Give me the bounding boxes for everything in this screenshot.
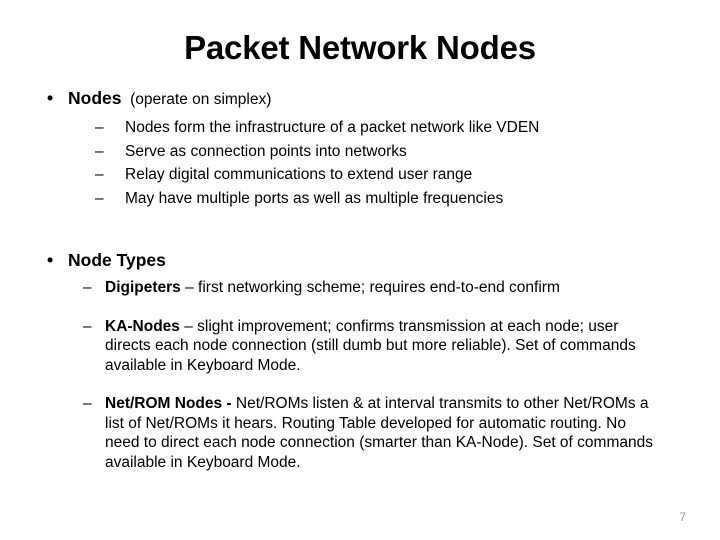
term-netrom-nodes-description: Net/ROMs listen & at interval transmits … — [105, 395, 653, 471]
dash-marker-icon: – — [83, 279, 92, 296]
term-digipeters-description: – first networking scheme; requires end-… — [180, 279, 560, 296]
list-item: – Nodes form the infrastructure of a pack… — [0, 116, 720, 140]
page-number: 7 — [679, 510, 686, 524]
dash-marker-icon: – — [95, 166, 104, 183]
term-ka-nodes-description: – slight improvement; confirms transmiss… — [105, 317, 636, 374]
nodes-sublist: – Nodes form the infrastructure of a pack… — [0, 116, 720, 210]
list-item-netrom-nodes: –Net/ROM Nodes - Net/ROMs listen & at in… — [0, 394, 720, 472]
bullet-nodes-label: Nodes — [68, 88, 122, 108]
dash-marker-icon: – — [83, 317, 92, 335]
list-item-text: May have multiple ports as well as multi… — [125, 189, 504, 207]
bullet-dot-icon: • — [47, 250, 54, 270]
list-item-text: Relay digital communications to extend u… — [125, 166, 473, 183]
bullet-node-types: • Node Types — [0, 248, 720, 272]
dash-marker-icon: – — [95, 119, 104, 136]
slide-body: • Nodes (operate on simplex) – Nodes form … — [0, 86, 720, 491]
bullet-nodes: • Nodes (operate on simplex) — [0, 86, 720, 112]
dash-marker-icon: – — [83, 395, 92, 412]
list-item: – Serve as connection points into network… — [0, 140, 720, 164]
list-item: – Relay digital communications to extend … — [0, 163, 720, 187]
section-spacer — [0, 210, 720, 248]
list-item-text: Serve as connection points into networks — [125, 142, 407, 160]
list-item-ka-nodes: –KA-Nodes – slight improvement; confirms… — [0, 317, 720, 376]
list-item-digipeters: –Digipeters – first networking scheme; r… — [0, 278, 720, 298]
node-types-sublist: –Digipeters – first networking scheme; r… — [0, 278, 720, 472]
dash-marker-icon: – — [95, 189, 104, 207]
term-netrom-nodes: Net/ROM Nodes - — [105, 395, 232, 412]
bullet-node-types-label: Node Types — [68, 250, 166, 270]
dash-marker-icon: – — [95, 142, 104, 160]
bullet-nodes-note-text: (operate on simplex) — [130, 91, 272, 108]
bullet-dot-icon: • — [47, 88, 54, 108]
term-ka-nodes: KA-Nodes — [105, 317, 180, 335]
list-item-text: Nodes form the infrastructure of a packe… — [125, 119, 540, 136]
bullet-nodes-note: (operate on simplex) — [121, 91, 271, 108]
term-digipeters: Digipeters — [105, 279, 181, 296]
list-item: – May have multiple ports as well as mult… — [0, 187, 720, 211]
page-title: Packet Network Nodes — [184, 29, 536, 66]
